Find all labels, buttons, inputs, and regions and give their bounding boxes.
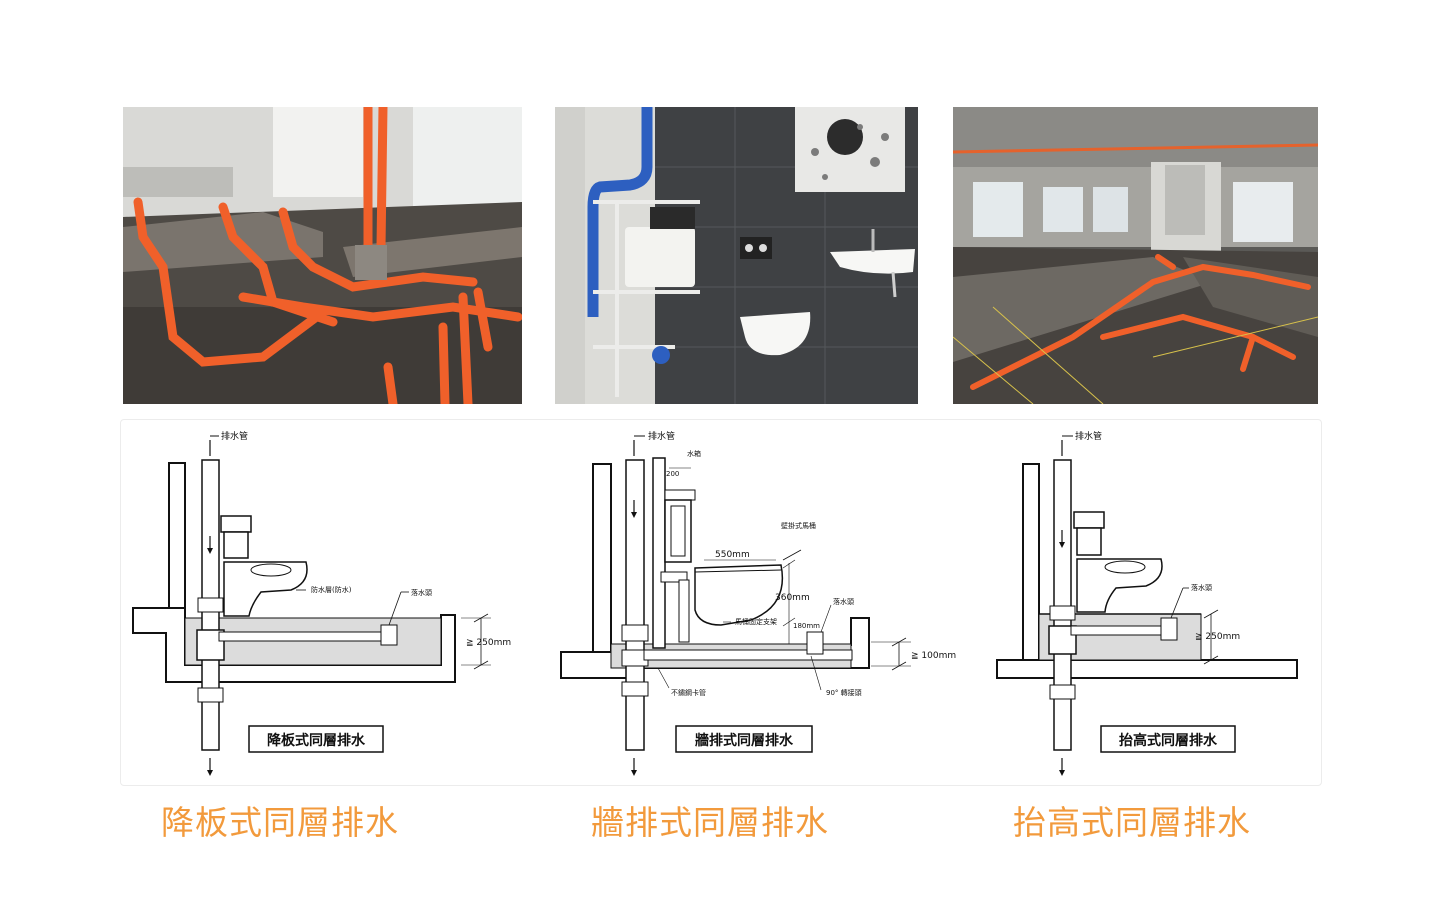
- d1-trap-label: 落水頭: [411, 588, 432, 597]
- d2-title: 牆排式同層排水: [695, 732, 794, 749]
- d1-title: 降板式同層排水: [267, 732, 366, 749]
- d2-elbow-label: 90° 轉接頭: [826, 688, 862, 697]
- d3-height-label: ≧ 250mm: [1195, 632, 1240, 642]
- d2-height-label: ≧ 100mm: [911, 651, 956, 661]
- d2-trap-label: 落水頭: [833, 597, 854, 606]
- d1-drain-pipe-label: 排水管: [221, 430, 248, 442]
- d2-toilet-label: 壁掛式馬桶: [781, 521, 816, 530]
- caption-raised-floor: 抬高式同層排水: [1013, 803, 1251, 842]
- photo-lowered-slab: [123, 107, 522, 404]
- d3-title: 抬高式同層排水: [1119, 732, 1218, 749]
- d1-height-label: ≧ 250mm: [466, 638, 511, 648]
- d3-trap-label: 落水頭: [1191, 583, 1212, 592]
- diagram-raised-floor: [996, 435, 1298, 776]
- d2-dim-180: 180mm: [793, 622, 820, 630]
- diagram-lowered-slab: [132, 435, 491, 776]
- d2-support-label: 馬桶固定支架: [735, 617, 777, 626]
- d2-dim-360: 360mm: [775, 593, 810, 603]
- caption-lowered-slab: 降板式同層排水: [161, 803, 399, 842]
- diagram-panel: 排水管 防水層(防水) 落水頭 ≧ 250mm 降板式同層排水: [120, 419, 1322, 786]
- d2-dim-550: 550mm: [715, 550, 750, 560]
- diagram-wall-drainage: [560, 435, 911, 776]
- d2-tank-label: 水箱: [687, 449, 701, 458]
- d3-drain-pipe-label: 排水管: [1075, 430, 1102, 442]
- d2-dim-200: 200: [666, 470, 679, 478]
- photo-raised-floor: [953, 107, 1318, 404]
- caption-wall-drainage: 牆排式同層排水: [591, 803, 829, 842]
- d2-steel-label: 不鏽鋼卡管: [671, 688, 706, 697]
- d1-seal-label: 防水層(防水): [311, 585, 352, 594]
- d2-drain-pipe-label: 排水管: [648, 430, 675, 442]
- photo-wall-hung-toilet: [555, 107, 918, 404]
